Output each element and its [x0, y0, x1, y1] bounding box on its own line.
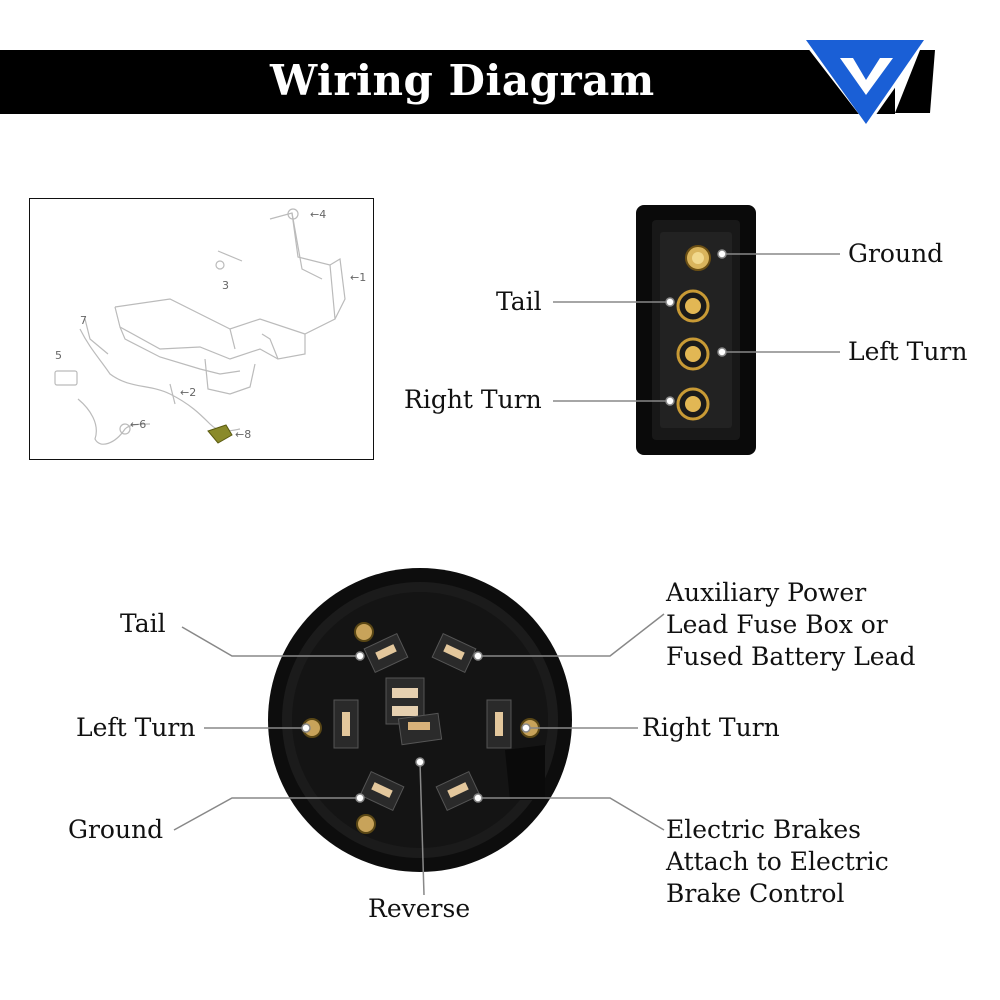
brakes-line-2: Attach to Electric	[666, 847, 889, 876]
svg-text:←8: ←8	[235, 428, 251, 441]
brakes-line-3: Brake Control	[666, 879, 845, 908]
seven-pin-electric-brakes-label: Electric Brakes Attach to Electric Brake…	[666, 814, 966, 910]
aux-line-1: Auxiliary Power	[666, 578, 867, 607]
svg-text:5: 5	[55, 349, 62, 362]
seven-pin-right-turn-label: Right Turn	[642, 713, 780, 742]
aux-line-2: Lead Fuse Box or	[666, 610, 888, 639]
seven-pin-tail-label: Tail	[120, 609, 166, 638]
four-pin-right-turn-label: Right Turn	[404, 385, 542, 414]
seven-pin-ground-label: Ground	[68, 815, 164, 844]
brakes-line-1: Electric Brakes	[666, 815, 861, 844]
svg-text:←6: ←6	[130, 418, 146, 431]
four-pin-ground-label: Ground	[848, 239, 944, 268]
hitch-parts-diagram: ←1 ←2 3 ←4 5 ←6 7 ←8	[29, 198, 374, 460]
header-bar	[0, 50, 895, 114]
svg-text:7: 7	[80, 314, 87, 327]
svg-text:←1: ←1	[350, 271, 366, 284]
seven-pin-reverse-label: Reverse	[368, 894, 471, 923]
four-pin-tail-label: Tail	[496, 287, 542, 316]
hitch-drawing: ←1 ←2 3 ←4 5 ←6 7 ←8	[54, 208, 366, 445]
svg-text:3: 3	[222, 279, 229, 292]
svg-text:←2: ←2	[180, 386, 196, 399]
four-pin-left-turn-label: Left Turn	[848, 337, 968, 366]
page-title: Wiring Diagram	[270, 56, 655, 105]
seven-pin-aux-power-label: Auxiliary Power Lead Fuse Box or Fused B…	[666, 577, 966, 673]
svg-text:←4: ←4	[310, 208, 326, 221]
v-chevron-logo	[800, 38, 935, 126]
seven-pin-left-turn-label: Left Turn	[76, 713, 196, 742]
aux-line-3: Fused Battery Lead	[666, 642, 916, 671]
connector-part-8	[207, 424, 233, 444]
